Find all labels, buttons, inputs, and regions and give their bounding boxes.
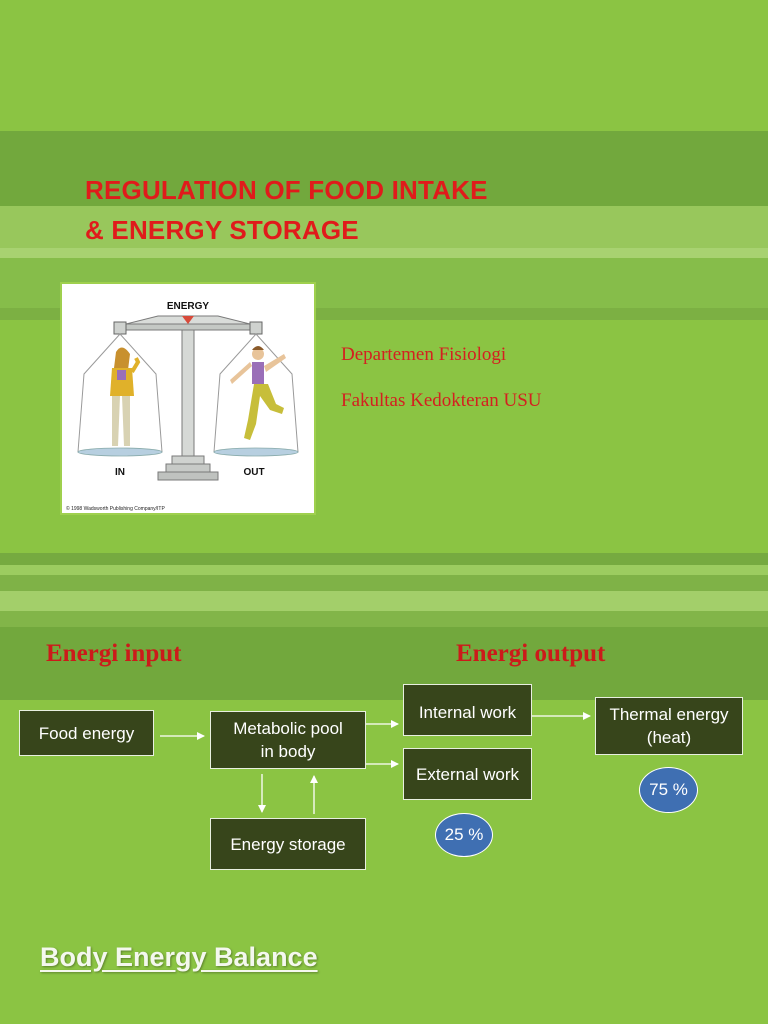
- department-name: Departemen Fisiologi: [341, 344, 507, 365]
- food-energy-box: Food energy: [19, 710, 154, 756]
- balance-scale-drawing: ENERGY IN OUT © 1998 Wadswor: [66, 301, 299, 512]
- middle-band-1: [0, 553, 768, 565]
- body-energy-balance-title: Body Energy Balance: [40, 942, 318, 972]
- external-work-box: External work: [403, 748, 532, 800]
- label-out: OUT: [243, 467, 264, 478]
- metabolic-pool-box: Metabolic pool in body: [210, 711, 366, 769]
- label-energy: ENERGY: [167, 301, 210, 312]
- middle-band-3: [0, 575, 768, 591]
- middle-band-4: [0, 591, 768, 611]
- internal-work-label: Internal work: [418, 703, 517, 722]
- work-percent-badge: 25 %: [435, 813, 493, 857]
- energy-balance-illustration: ENERGY IN OUT © 1998 Wadswor: [60, 282, 316, 515]
- food-energy-label: Food energy: [38, 723, 135, 743]
- copyright-text: © 1998 Wadsworth Publishing Company/ITP: [66, 505, 165, 512]
- heat-percent-value: 75 %: [649, 780, 688, 799]
- middle-band-5: [0, 611, 768, 627]
- energy-input-heading: Energi input: [46, 640, 182, 667]
- thermal-energy-box: Thermal energy (heat): [595, 697, 743, 755]
- page-title: REGULATION OF FOOD INTAKE & ENERGY STORA…: [85, 170, 488, 250]
- metabolic-pool-label-1: Metabolic pool: [233, 719, 343, 738]
- header-band-dark: [0, 131, 768, 206]
- energy-storage-box: Energy storage: [210, 818, 366, 870]
- label-in: IN: [115, 467, 125, 478]
- work-percent-value: 25 %: [444, 825, 484, 844]
- thermal-energy-label-1: Thermal energy: [609, 705, 729, 724]
- header-band-light: [0, 206, 768, 248]
- energy-output-heading: Energi output: [456, 640, 606, 667]
- title-line-2: & ENERGY STORAGE: [85, 215, 359, 245]
- faculty-name: Fakultas Kedokteran USU: [341, 390, 542, 411]
- title-line-1: REGULATION OF FOOD INTAKE: [85, 175, 488, 205]
- heat-percent-badge: 75 %: [639, 767, 698, 813]
- middle-band-2: [0, 565, 768, 575]
- internal-work-box: Internal work: [403, 684, 532, 736]
- header-band-stripe: [0, 248, 768, 258]
- thermal-energy-label-2: (heat): [646, 728, 692, 747]
- external-work-label: External work: [416, 764, 519, 784]
- energy-storage-label: Energy storage: [230, 834, 346, 854]
- headings-band: [0, 627, 768, 700]
- metabolic-pool-label-2: in body: [260, 742, 316, 761]
